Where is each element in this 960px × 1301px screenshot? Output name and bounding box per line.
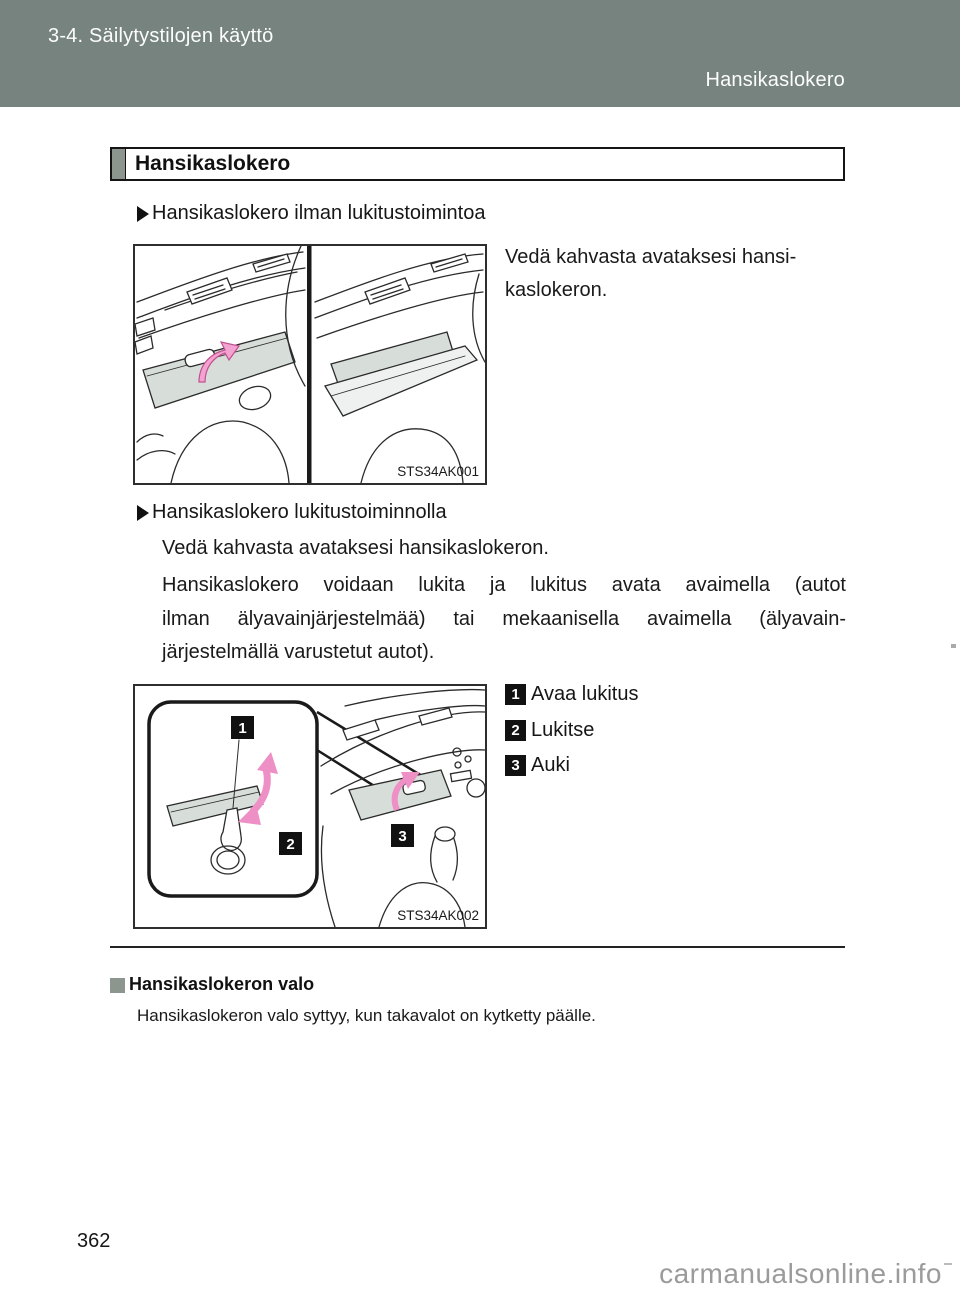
figure-glovebox-open-close: STS34AK001 (133, 244, 487, 485)
section1-body-line2: kaslokeron. (505, 279, 608, 301)
section-divider (110, 946, 845, 948)
page-header-band: 3-4. Säilytystilojen käyttö Hansikasloke… (0, 0, 960, 107)
svg-text:1: 1 (238, 720, 246, 737)
section2-para2-line2: ilman älyavainjärjestelmää) tai mekaanis… (162, 607, 846, 630)
page-number: 362 (77, 1230, 111, 1252)
section2-para2-line1: Hansikaslokero voidaan lukita ja lukitus… (162, 574, 846, 596)
lock-unlock-arrow-icon (238, 752, 278, 825)
callout-2-badge: 2 (279, 832, 302, 855)
section1-heading-label: Hansikaslokero ilman lukitustoimintoa (152, 202, 486, 224)
dashboard-perspective-drawing (320, 689, 485, 927)
section1-body: Vedä kahvasta avataksesi hansi- kasloker… (505, 241, 796, 307)
legend-item-1: 1 Avaa lukitus (505, 683, 638, 706)
legend-1-label: Avaa lukitus (531, 683, 639, 705)
svg-text:3: 3 (398, 828, 406, 845)
key-lock-callout (166, 739, 264, 875)
note-title-row: Hansikaslokeron valo (110, 974, 314, 995)
page-title: Hansikaslokero (135, 152, 291, 175)
section2-heading: Hansikaslokero lukitustoiminnolla (137, 501, 447, 524)
section2-para2-line3: järjestelmällä varustetut autot). (162, 641, 435, 663)
legend-3-label: Auki (531, 754, 570, 776)
figure-glovebox-lock: 1 2 3 STS34AK002 (133, 684, 487, 929)
legend-2-label: Lukitse (531, 719, 595, 741)
left-panel-closed-glovebox (135, 246, 306, 483)
breadcrumb-section: 3-4. Säilytystilojen käyttö (48, 25, 274, 47)
callout-1-badge: 1 (231, 716, 254, 739)
watermark: carmanualsonline.info (659, 1258, 942, 1289)
right-panel-open-glovebox (314, 253, 485, 483)
section1-heading: Hansikaslokero ilman lukitustoimintoa (137, 202, 485, 225)
glovebox-line-drawing: STS34AK001 (135, 246, 485, 483)
figure1-caption: STS34AK001 (397, 464, 479, 479)
panel-divider (307, 246, 312, 483)
callout-3-badge: 3 (391, 824, 414, 847)
title-box: Hansikaslokero (110, 147, 845, 181)
glovebox-lock-drawing: 1 2 3 STS34AK002 (147, 689, 485, 927)
scan-artifact (951, 644, 956, 648)
section2-para1: Vedä kahvasta avataksesi hansikaslokeron… (162, 537, 549, 559)
legend-item-3: 3 Auki (505, 754, 570, 777)
glovebox-lid-shaded (142, 331, 296, 409)
title-accent-bar (112, 149, 126, 179)
square-bullet-icon (110, 978, 125, 993)
figure2-caption: STS34AK002 (397, 908, 479, 923)
note-title: Hansikaslokeron valo (129, 974, 315, 994)
arrow-bullet-icon (137, 504, 149, 521)
key-head (220, 807, 242, 852)
legend-3-badge: 3 (505, 755, 526, 776)
section2-para2: Hansikaslokero voidaan lukita ja lukitus… (162, 569, 846, 670)
key-ring-icon (210, 845, 246, 875)
pull-arrow-icon (198, 341, 241, 383)
shift-lever (434, 826, 456, 842)
legend-item-2: 2 Lukitse (505, 719, 594, 742)
header-topic: Hansikaslokero (705, 69, 845, 91)
note-body: Hansikaslokeron valo syttyy, kun takaval… (137, 1006, 596, 1025)
svg-text:2: 2 (286, 836, 294, 853)
legend-1-badge: 1 (505, 684, 526, 705)
open-arrow-icon (391, 772, 420, 812)
arrow-bullet-icon (137, 205, 149, 222)
legend-2-badge: 2 (505, 720, 526, 741)
section2-heading-label: Hansikaslokero lukitustoiminnolla (152, 501, 447, 523)
scan-artifact (944, 1263, 952, 1265)
section1-body-line1: Vedä kahvasta avataksesi hansi- (505, 246, 797, 268)
